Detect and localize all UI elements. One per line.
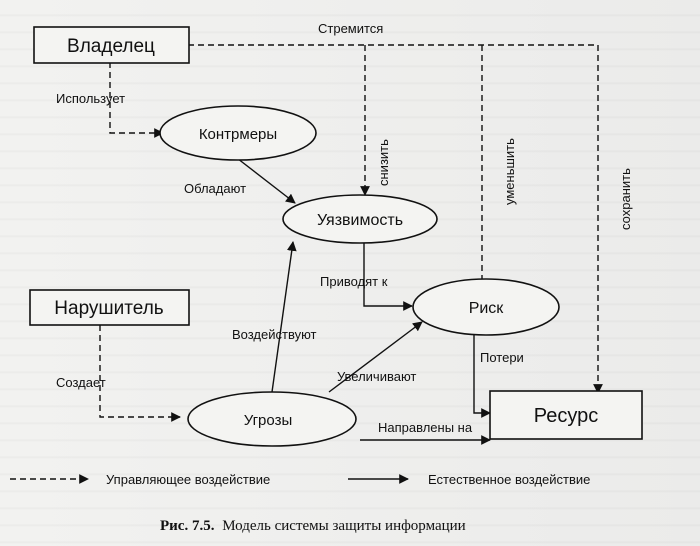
legend-natural-label: Естественное воздействие	[428, 472, 590, 487]
edge-label-reduce: снизить	[376, 139, 391, 186]
edge-threats-to-risk	[328, 321, 423, 393]
edge-countermeasures-to-vulnerability	[232, 154, 296, 204]
edge-label-strives: Стремится	[318, 21, 383, 36]
node-countermeasures-ellipse	[159, 105, 317, 161]
figure-caption: Рис. 7.5. Модель системы защиты информац…	[160, 518, 466, 534]
node-threats-label: Угрозы	[244, 412, 293, 429]
node-resource-box	[489, 390, 643, 440]
edge-label-losses: Потери	[480, 350, 524, 365]
edge-label-possess: Обладают	[184, 181, 246, 196]
node-owner-label: Владелец	[67, 36, 155, 57]
edge-label-uses: Использует	[56, 91, 125, 106]
node-risk-ellipse	[412, 278, 560, 336]
edge-vulnerability-to-risk	[363, 240, 413, 311]
edge-label-directed-at: Направлены на	[378, 420, 473, 435]
figure-caption-text: Модель системы защиты информации	[222, 518, 466, 534]
edge-label-preserve: сохранить	[618, 168, 633, 230]
node-owner-box	[33, 26, 190, 64]
edge-label-decrease: уменьшить	[502, 138, 517, 205]
node-intruder-label: Нарушитель	[54, 298, 164, 319]
node-vulnerability-ellipse	[282, 194, 438, 244]
node-risk-label: Риск	[469, 300, 505, 317]
figure-caption-number: Рис. 7.5.	[160, 518, 215, 534]
edge-label-lead-to: Приводят к	[320, 274, 388, 289]
edge-intruder-to-threats	[99, 325, 181, 422]
node-intruder-box	[29, 289, 190, 326]
edge-label-creates: Создает	[56, 375, 106, 390]
edge-owner-to-resource-dashed	[188, 44, 603, 394]
edge-label-increase: Увеличивают	[337, 369, 416, 384]
node-countermeasures-label: Контрмеры	[199, 126, 277, 143]
edge-label-impact: Воздействуют	[232, 327, 317, 342]
node-threats-ellipse	[187, 391, 357, 447]
node-vulnerability-label: Уязвимость	[317, 212, 403, 229]
node-resource-label: Ресурс	[534, 405, 598, 427]
edge-risk-to-resource	[473, 330, 491, 418]
edge-owner-to-countermeasures-dashed	[109, 62, 164, 138]
legend-control-label: Управляющее воздействие	[106, 472, 270, 487]
edge-threats-to-vulnerability	[271, 241, 297, 393]
